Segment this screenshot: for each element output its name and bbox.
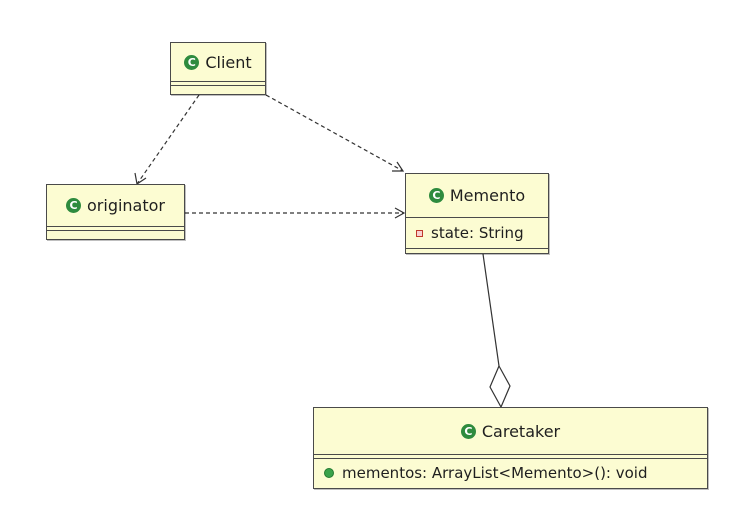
attribute-state: state: String <box>431 224 524 242</box>
divider <box>406 248 548 249</box>
operation-mementos: mementos: ArrayList<Memento>(): void <box>342 464 648 482</box>
class-icon: C <box>66 198 81 213</box>
class-icon: C <box>428 188 444 203</box>
public-visibility-icon <box>324 468 334 478</box>
arrowhead-client-memento <box>392 161 405 172</box>
attribute-row: state: String <box>406 218 548 248</box>
divider <box>171 85 265 86</box>
class-memento[interactable]: C Memento state: String <box>405 173 549 254</box>
class-client-header: C Client <box>171 43 265 81</box>
class-originator[interactable]: C originator <box>46 184 185 240</box>
class-memento-header: C Memento <box>406 174 548 217</box>
divider <box>406 217 548 218</box>
aggregation-caretaker-memento <box>482 253 500 367</box>
aggregation-diamond <box>489 364 511 409</box>
class-client-name: Client <box>205 52 252 72</box>
class-originator-name: originator <box>87 196 165 215</box>
divider <box>171 81 265 82</box>
class-caretaker-header: C Caretaker <box>314 408 707 454</box>
divider <box>314 454 707 455</box>
arrowhead-originator-memento <box>394 207 406 219</box>
divider <box>314 458 707 459</box>
class-icon: C <box>460 423 476 439</box>
class-caretaker[interactable]: C Caretaker mementos: ArrayList<Memento>… <box>313 407 708 489</box>
divider <box>47 230 184 231</box>
class-memento-name: Memento <box>449 186 526 205</box>
class-client[interactable]: C Client <box>170 42 266 95</box>
dependency-client-originator <box>136 94 200 185</box>
dependency-client-memento <box>265 94 404 172</box>
class-icon: C <box>184 54 200 70</box>
divider <box>47 226 184 227</box>
operation-row: mementos: ArrayList<Memento>(): void <box>314 459 707 487</box>
class-caretaker-name: Caretaker <box>481 421 561 441</box>
class-originator-header: C originator <box>47 185 184 226</box>
private-visibility-icon <box>416 229 423 237</box>
